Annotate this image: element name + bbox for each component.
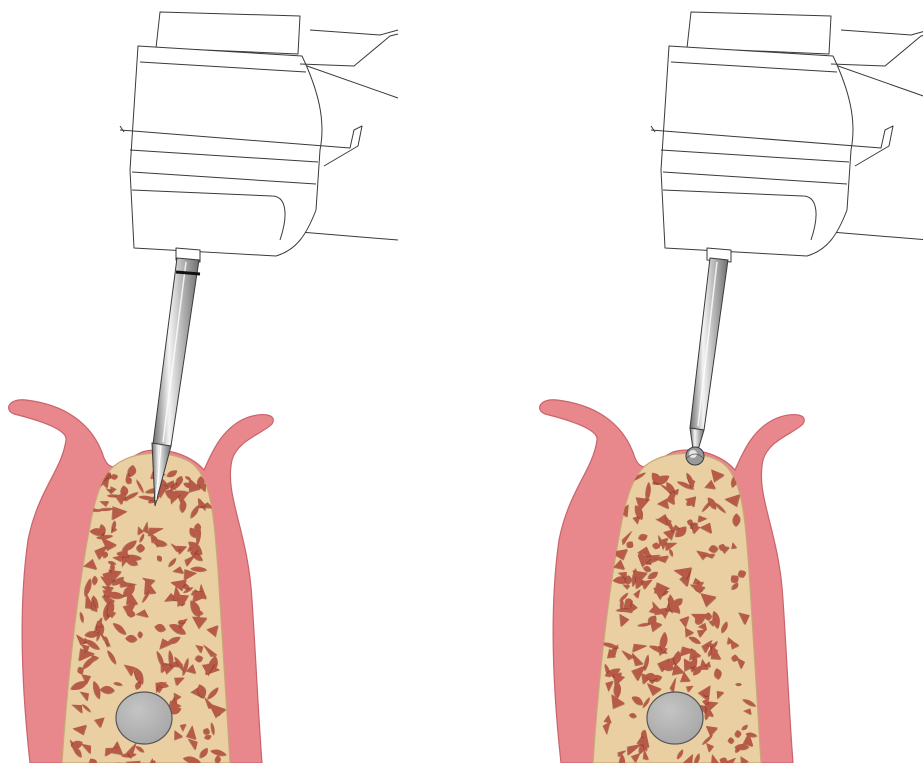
handpiece-head	[120, 12, 398, 262]
depth-mark	[176, 272, 200, 274]
panel-illustration	[531, 0, 923, 763]
panel-round-bur	[531, 0, 923, 763]
nerve-canal	[116, 692, 172, 744]
panel-pointed-drill	[0, 0, 462, 763]
handpiece-head	[651, 12, 923, 262]
panel-illustration	[0, 0, 462, 763]
nerve-canal	[647, 692, 703, 744]
round-bur-shank	[686, 258, 728, 465]
